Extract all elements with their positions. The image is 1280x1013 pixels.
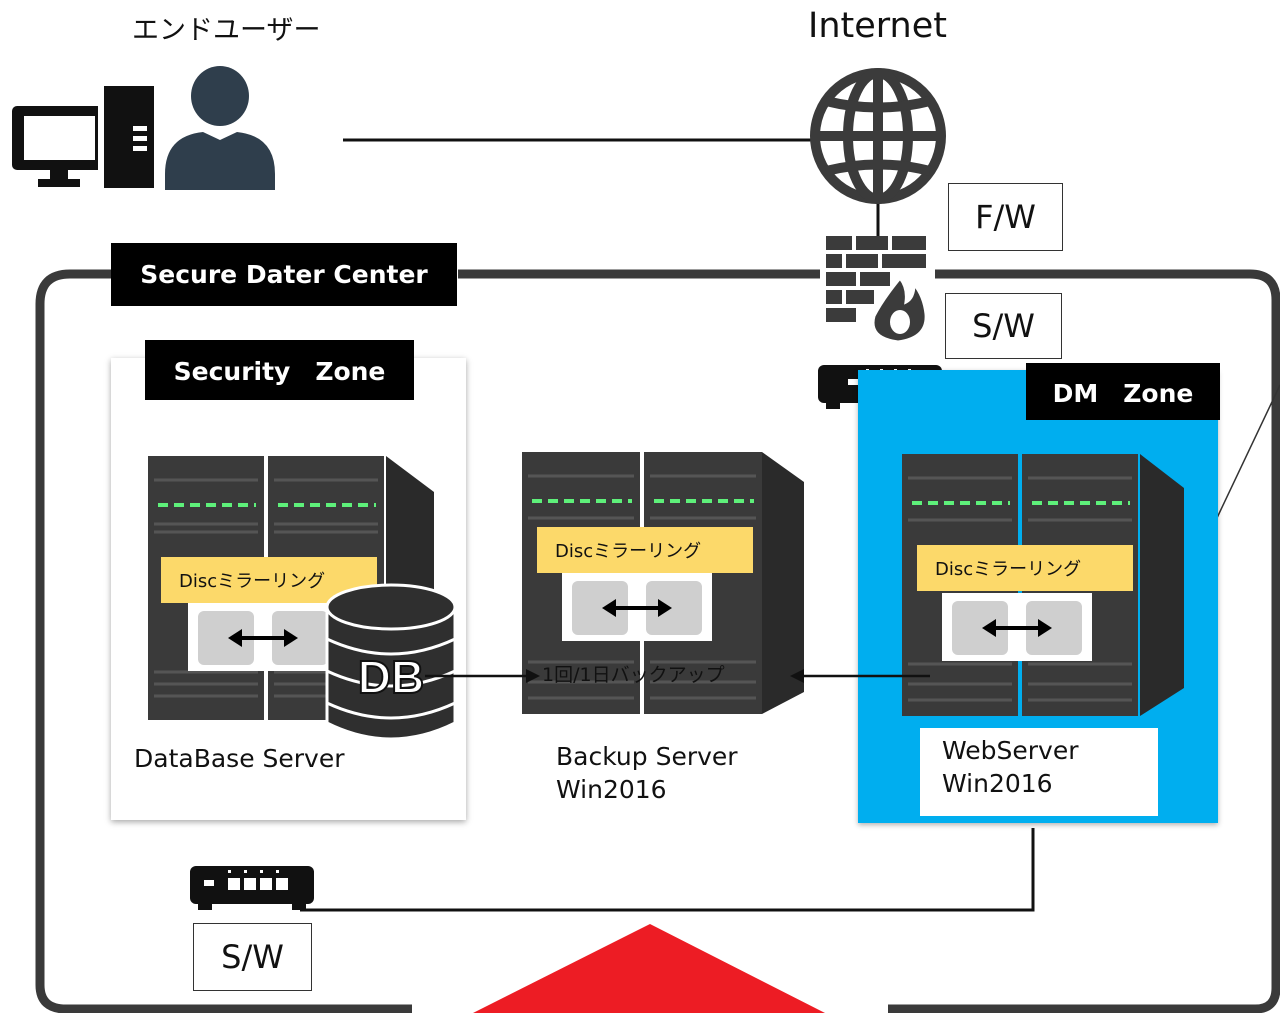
backup-server-name-line1: Backup Server bbox=[556, 742, 738, 771]
user-icon bbox=[165, 66, 275, 190]
desktop-computer-icon bbox=[12, 84, 154, 189]
database-mirror-label: Discミラーリング bbox=[161, 557, 377, 603]
web-server-name-line1: WebServer bbox=[942, 736, 1079, 765]
firewall-icon bbox=[826, 236, 928, 344]
backup-disk-mirror-icon bbox=[562, 573, 712, 641]
backup-server-name-line2: Win2016 bbox=[556, 775, 667, 804]
db-badge: DB bbox=[358, 651, 424, 703]
globe-icon bbox=[810, 68, 946, 204]
web-server-name: WebServer Win2016 bbox=[920, 728, 1158, 816]
web-mirror-label: Discミラーリング bbox=[917, 545, 1133, 591]
network-switch-bottom-icon bbox=[190, 866, 314, 910]
database-server-name: DataBase Server bbox=[134, 744, 345, 773]
end-user-label: エンドユーザー bbox=[132, 15, 321, 46]
backup-server-name: Backup Server Win2016 bbox=[556, 740, 738, 806]
web-server-name-line2: Win2016 bbox=[942, 769, 1053, 798]
web-disk-mirror-icon bbox=[942, 593, 1092, 661]
backup-flow-label: 1回/1日バックアップ bbox=[542, 664, 725, 686]
database-disk-mirror-icon bbox=[188, 603, 338, 671]
security-zone-label: Security Zone bbox=[145, 340, 414, 400]
backup-mirror-label: Discミラーリング bbox=[537, 527, 753, 573]
datacenter-title: Secure Dater Center bbox=[111, 243, 457, 306]
switch-bottom-label: S/W bbox=[193, 923, 312, 991]
dm-zone-label: DM Zone bbox=[1026, 363, 1220, 420]
alert-triangle-shape bbox=[473, 924, 825, 1013]
internet-label: Internet bbox=[808, 6, 947, 46]
database-cylinder-icon: DB bbox=[325, 583, 457, 741]
firewall-label: F/W bbox=[948, 183, 1063, 251]
switch-top-label: S/W bbox=[945, 293, 1062, 359]
